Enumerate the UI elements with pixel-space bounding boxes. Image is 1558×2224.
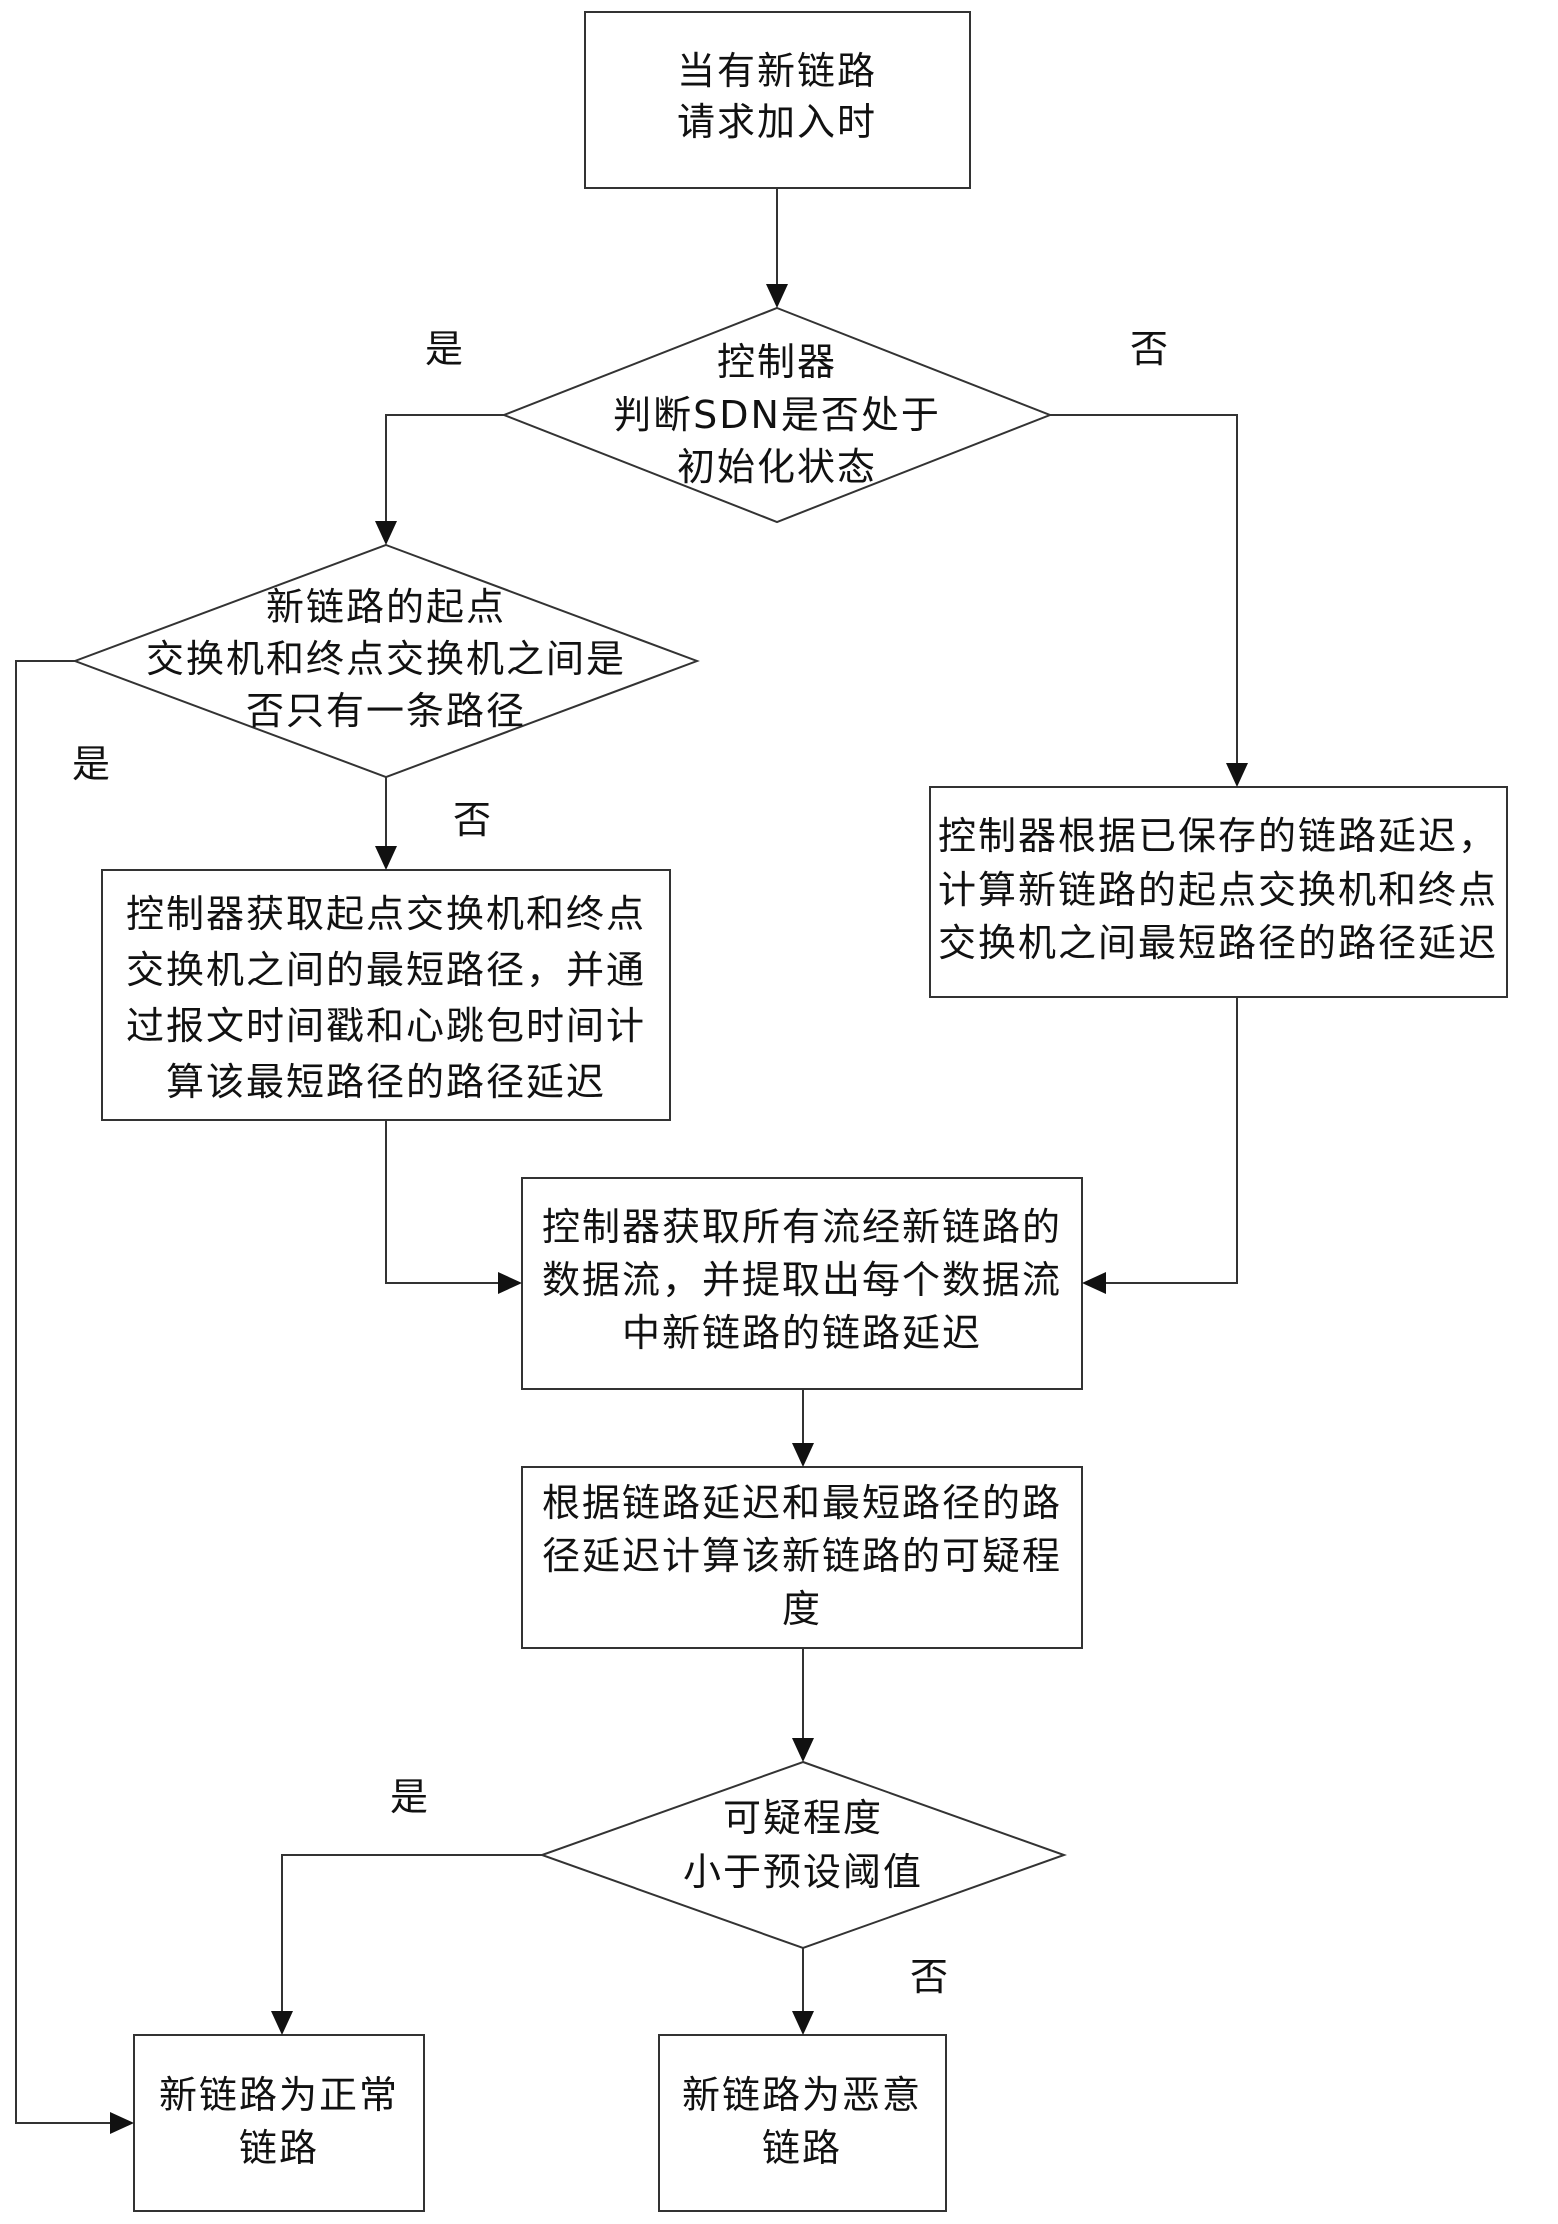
- normal-link-box: [133, 2034, 425, 2212]
- start-text: 当有新链路 请求加入时: [677, 49, 877, 144]
- init-check-line-2: 判断SDN是否处于: [613, 393, 941, 437]
- calc-suspicion-box: [521, 1466, 1083, 1649]
- shortest-line-2: 交换机之间的最短路径，并通: [126, 948, 646, 992]
- arrowhead: [1082, 1272, 1106, 1294]
- suspicion-line-3: 度: [782, 1587, 822, 1631]
- init-check-line-1: 控制器: [717, 340, 837, 384]
- flows-line-2: 数据流，并提取出每个数据流: [542, 1258, 1062, 1302]
- saved-delay-line-2: 计算新链路的起点交换机和终点: [938, 868, 1498, 912]
- arrowhead: [792, 1738, 814, 1762]
- threshold-line-1: 可疑程度: [723, 1796, 883, 1840]
- normal-line-2: 链路: [239, 2126, 319, 2170]
- flows-line-1: 控制器获取所有流经新链路的: [542, 1205, 1062, 1249]
- arrowhead: [375, 521, 397, 545]
- edge-threshold-yes: [281, 1854, 542, 2011]
- single-path-line-3: 否只有一条路径: [246, 689, 526, 733]
- edge-init-no: [1050, 414, 1238, 763]
- shortest-line-4: 算该最短路径的路径延迟: [166, 1060, 606, 1104]
- shortest-line-1: 控制器获取起点交换机和终点: [126, 892, 646, 936]
- label-single-no: 否: [453, 798, 491, 842]
- arrowhead: [375, 846, 397, 870]
- start-line-2: 请求加入时: [677, 100, 877, 144]
- shortest-line-3: 过报文时间戳和心跳包时间计: [126, 1004, 646, 1048]
- arrowhead: [110, 2112, 134, 2134]
- label-init-no: 否: [1130, 327, 1168, 371]
- calc-saved-delay-text: 控制器根据已保存的链路延迟， 计算新链路的起点交换机和终点 交换机之间最短路径的…: [938, 814, 1498, 965]
- edge-saved-to-flows: [1106, 997, 1238, 1284]
- init-check-diamond: [501, 306, 1053, 524]
- saved-delay-line-1: 控制器根据已保存的链路延迟，: [938, 814, 1498, 858]
- label-single-yes: 是: [72, 742, 110, 786]
- calc-saved-delay-box: [929, 786, 1508, 998]
- edge-shortest-to-flows: [385, 1120, 498, 1284]
- calc-suspicion-text: 根据链路延迟和最短路径的路 径延迟计算该新链路的可疑程 度: [542, 1481, 1062, 1631]
- malicious-line-1: 新链路为恶意: [682, 2073, 922, 2117]
- get-shortest-path-text: 控制器获取起点交换机和终点 交换机之间的最短路径，并通 过报文时间戳和心跳包时间…: [126, 892, 646, 1104]
- arrowhead: [271, 2011, 293, 2035]
- init-check-line-3: 初始化状态: [677, 445, 877, 489]
- arrowhead: [766, 284, 788, 308]
- suspicion-line-1: 根据链路延迟和最短路径的路: [542, 1481, 1062, 1525]
- start-box: [584, 11, 971, 189]
- init-check-text: 控制器 判断SDN是否处于 初始化状态: [613, 340, 941, 489]
- single-path-line-2: 交换机和终点交换机之间是: [146, 637, 626, 681]
- malicious-link-text: 新链路为恶意 链路: [682, 2073, 922, 2170]
- flows-line-3: 中新链路的链路延迟: [622, 1311, 982, 1355]
- edge-init-yes: [385, 414, 504, 521]
- normal-link-text: 新链路为正常 链路: [159, 2073, 399, 2170]
- arrowhead: [792, 1443, 814, 1467]
- threshold-line-2: 小于预设阈值: [683, 1850, 923, 1894]
- single-path-line-1: 新链路的起点: [266, 585, 506, 629]
- malicious-link-box: [658, 2034, 947, 2212]
- single-path-check-text: 新链路的起点 交换机和终点交换机之间是 否只有一条路径: [146, 585, 626, 733]
- start-line-1: 当有新链路: [677, 49, 877, 93]
- threshold-check-text: 可疑程度 小于预设阈值: [683, 1796, 923, 1894]
- suspicion-line-2: 径延迟计算该新链路的可疑程: [542, 1534, 1062, 1578]
- label-init-yes: 是: [425, 327, 463, 371]
- get-flows-text: 控制器获取所有流经新链路的 数据流，并提取出每个数据流 中新链路的链路延迟: [542, 1205, 1062, 1355]
- arrowhead: [1226, 763, 1248, 787]
- normal-line-1: 新链路为正常: [159, 2073, 399, 2117]
- saved-delay-line-3: 交换机之间最短路径的路径延迟: [938, 921, 1498, 965]
- malicious-line-2: 链路: [762, 2126, 842, 2170]
- label-threshold-no: 否: [910, 1955, 948, 1999]
- get-flows-box: [521, 1177, 1083, 1390]
- label-threshold-yes: 是: [390, 1775, 428, 1819]
- edge-single-yes: [15, 660, 110, 2124]
- arrowhead: [792, 2011, 814, 2035]
- arrowhead: [498, 1272, 522, 1294]
